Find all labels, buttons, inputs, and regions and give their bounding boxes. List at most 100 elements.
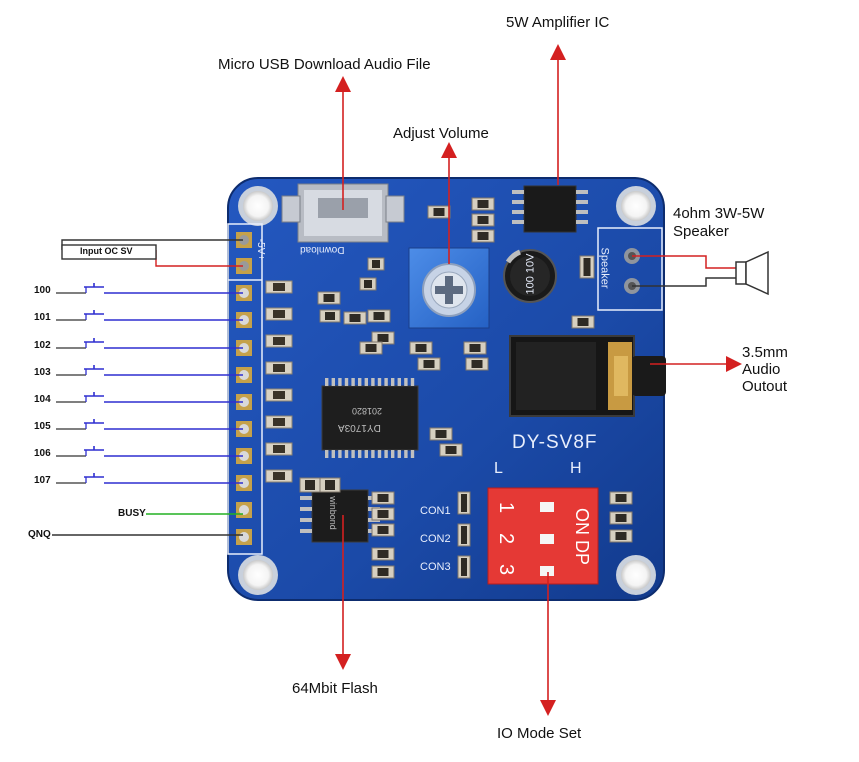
chip-marking: DY1703A <box>338 422 381 433</box>
smd-body <box>469 344 481 352</box>
board-model: DY-SV8F <box>512 432 598 453</box>
decoder-chip <box>321 378 419 458</box>
chip-pin <box>338 378 342 386</box>
smd-body <box>325 312 335 320</box>
flash-chip-brand: winbond <box>327 496 338 530</box>
power-wires <box>61 239 243 267</box>
smd-body <box>373 312 385 320</box>
io-pin-label: 100 <box>34 285 51 296</box>
usb-callout: Micro USB Download Audio File <box>218 56 431 73</box>
header-pin <box>239 343 249 353</box>
io-pin-label: 103 <box>34 367 51 378</box>
chip-pin <box>325 450 329 458</box>
smd-body <box>349 314 361 322</box>
mounting-holes <box>238 186 656 595</box>
amplifier-ic <box>512 185 588 233</box>
smd-body <box>377 334 389 342</box>
resistor-body <box>273 391 285 399</box>
chip-pin <box>371 450 375 458</box>
chip-pin <box>404 378 408 386</box>
header-pin <box>239 397 249 407</box>
io-wires <box>56 283 243 484</box>
resistor-body <box>273 445 285 453</box>
chip-pin <box>364 450 368 458</box>
chip-pin <box>410 450 415 458</box>
volume-potentiometer <box>408 247 490 329</box>
header-pin <box>239 288 249 298</box>
power-input-label: Input OC SV <box>80 246 133 256</box>
smd-body <box>415 344 427 352</box>
smd-body <box>461 558 467 576</box>
io-pin-label: 101 <box>34 312 51 323</box>
speaker-terminal <box>597 227 663 311</box>
audio-callout-line1: 3.5mm <box>742 344 788 361</box>
dip-number: 2 <box>495 532 518 545</box>
flash-callout: 64Mbit Flash <box>292 680 378 697</box>
audio-callout-line3: Outout <box>742 378 788 395</box>
smd-body <box>365 344 377 352</box>
dip-number: 3 <box>495 563 518 576</box>
con-label: CON3 <box>420 561 451 573</box>
smd-body <box>615 532 627 540</box>
speaker-icon <box>632 250 769 296</box>
chip-pin <box>331 450 335 458</box>
chip-pin <box>325 378 329 386</box>
dip-switch <box>487 487 599 585</box>
chip-pin <box>404 450 408 458</box>
resistor-body <box>273 283 285 291</box>
header-pins <box>236 232 252 545</box>
smd-body <box>364 280 372 288</box>
chip-pin <box>410 378 415 386</box>
smd-body <box>615 494 627 502</box>
chip-pin <box>358 378 362 386</box>
resistor-body <box>273 472 285 480</box>
speaker-silk: Speaker <box>598 247 611 289</box>
speaker-callout-line2: Speaker <box>673 223 729 240</box>
smd-body <box>377 568 389 576</box>
chip-pin <box>384 450 388 458</box>
switch-left-label: L <box>494 460 503 477</box>
con-label: CON2 <box>420 533 451 545</box>
chip-pin <box>351 450 355 458</box>
chip-pin <box>364 378 368 386</box>
speaker-callout-line1: 4ohm 3W-5W <box>673 205 765 222</box>
chip-pin <box>391 450 395 458</box>
capacitor-marking: 100 10V <box>524 253 537 295</box>
smd-body <box>477 200 489 208</box>
audio-callout-line2: Audio <box>742 361 781 378</box>
header-pin <box>239 315 249 325</box>
resistor-body <box>273 364 285 372</box>
smd-body <box>445 446 457 454</box>
header-pin <box>239 261 249 271</box>
header-pin <box>239 451 249 461</box>
busy-pin-label: BUSY <box>118 508 146 519</box>
resistor-body <box>273 418 285 426</box>
audio-jack <box>509 335 666 417</box>
chip-pin <box>377 450 382 458</box>
chip-pin <box>351 378 355 386</box>
resistor-body <box>273 337 285 345</box>
smd-body <box>577 318 589 326</box>
chip-pin <box>344 378 349 386</box>
smd-body <box>471 360 483 368</box>
smd-body <box>325 480 335 490</box>
header-pin <box>239 532 249 542</box>
switch-right-label: H <box>570 460 582 477</box>
chip-pin <box>377 378 382 386</box>
smd-body <box>583 258 591 276</box>
flash-chip <box>300 489 380 543</box>
header-pin <box>239 235 249 245</box>
header-pin <box>239 370 249 380</box>
dip-on-label: ON DP <box>572 507 593 566</box>
chip-pin <box>397 378 401 386</box>
electrolytic-capacitor <box>503 249 557 303</box>
smd-body <box>435 430 447 438</box>
smd-body <box>377 494 389 502</box>
gnd-pin-label: QNQ <box>28 529 51 540</box>
smd-body <box>377 510 389 518</box>
volume-callout: Adjust Volume <box>393 125 489 142</box>
smd-body <box>477 216 489 224</box>
io-pin-label: 105 <box>34 421 51 432</box>
